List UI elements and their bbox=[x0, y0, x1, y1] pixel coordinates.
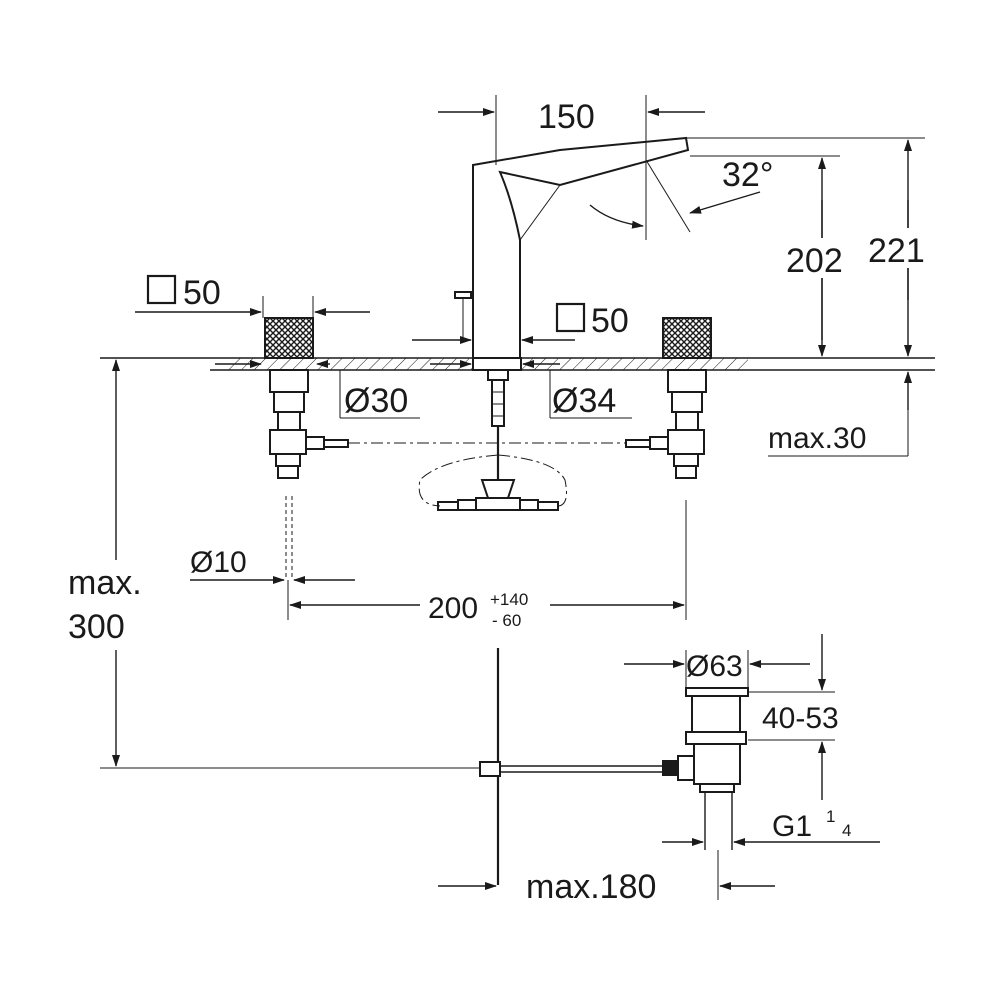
thread-numerator-label: 1 bbox=[826, 807, 835, 826]
hole-center-label: Ø34 bbox=[552, 382, 616, 420]
depth-line1-label: max. bbox=[68, 564, 142, 602]
spout bbox=[454, 136, 690, 359]
center-square-label: 50 bbox=[591, 302, 629, 340]
dim-heights: 202 221 bbox=[686, 137, 938, 357]
dim-thread: G1 1 4 bbox=[662, 807, 880, 846]
mixing-tee bbox=[418, 454, 567, 511]
spout-base bbox=[472, 357, 522, 480]
spacing-value-label: 200 bbox=[428, 592, 478, 625]
dim-center-square: 50 bbox=[412, 302, 629, 344]
thread-main-label: G1 bbox=[772, 810, 812, 843]
dim-spout-reach: 150 bbox=[438, 95, 705, 240]
deck-thickness-label: max.30 bbox=[768, 422, 866, 455]
total-height-label: 221 bbox=[868, 232, 925, 270]
dim-rod-distance: max.180 bbox=[438, 850, 775, 906]
spout-angle-label: 32° bbox=[722, 156, 773, 194]
left-handle-square-label: 50 bbox=[183, 274, 221, 312]
drain-assembly bbox=[479, 648, 749, 885]
left-handle bbox=[264, 317, 349, 580]
thread-denominator-label: 4 bbox=[842, 821, 851, 840]
dim-deck-thickness: max.30 bbox=[768, 371, 912, 457]
dim-handle-spacing: 200 +140 - 60 bbox=[287, 500, 687, 630]
dim-drain-diameter: Ø63 bbox=[624, 650, 810, 688]
drain-diameter-label: Ø63 bbox=[686, 650, 743, 683]
hose-diameter-label: Ø10 bbox=[190, 546, 247, 579]
spout-reach-label: 150 bbox=[538, 98, 595, 136]
dim-max-depth: max. 300 bbox=[68, 359, 480, 769]
dim-spout-angle: 32° bbox=[589, 156, 773, 233]
spacing-plus-label: +140 bbox=[490, 590, 528, 609]
rod-distance-label: max.180 bbox=[526, 868, 656, 906]
dim-hole-center: Ø34 bbox=[430, 360, 632, 420]
hole-left-label: Ø30 bbox=[344, 382, 408, 420]
right-handle bbox=[625, 317, 712, 479]
dim-left-handle-square: 50 bbox=[135, 274, 370, 318]
drain-range-label: 40-53 bbox=[762, 702, 839, 735]
dim-hose-diameter: Ø10 bbox=[190, 546, 355, 584]
dim-drain-range: 40-53 bbox=[748, 634, 839, 800]
spout-height-label: 202 bbox=[786, 242, 843, 280]
spacing-minus-label: - 60 bbox=[492, 611, 521, 630]
depth-line2-label: 300 bbox=[68, 608, 125, 646]
dim-hole-left: Ø30 bbox=[215, 360, 420, 420]
